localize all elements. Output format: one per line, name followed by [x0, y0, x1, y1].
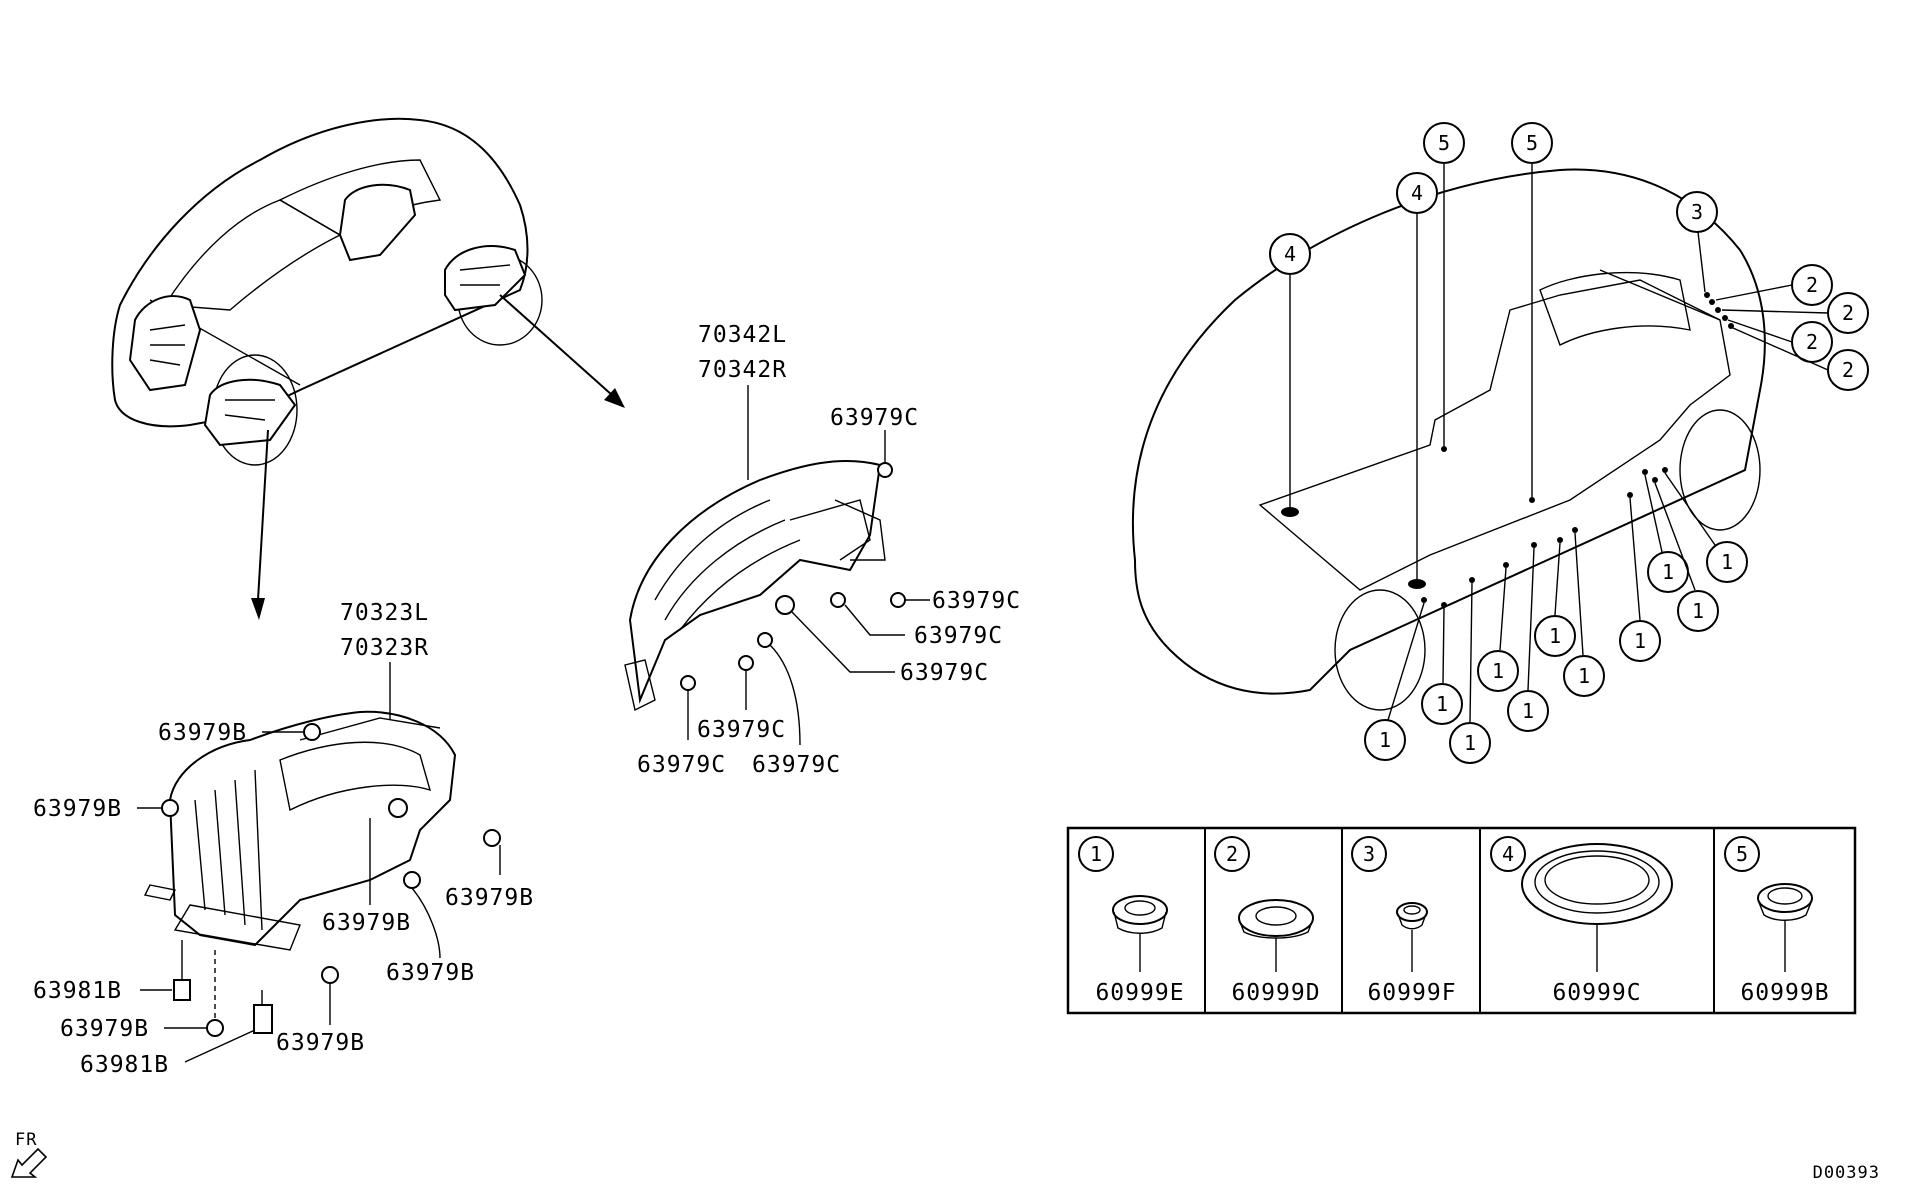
legend-code-60999E: 60999E [1095, 980, 1184, 1006]
legend-num-2: 2 [1226, 842, 1238, 866]
car-overview [111, 117, 625, 620]
diagram-id: D00393 [1813, 1163, 1880, 1183]
callout-4: 4 [1284, 242, 1296, 266]
callout-1-d: 1 [1492, 659, 1504, 683]
rear-liner-code-left: 70342L [698, 322, 787, 348]
fastener-r2-label: 63979C [932, 588, 1021, 614]
callout-2-b: 2 [1842, 301, 1854, 325]
callout-1-a: 1 [1379, 728, 1391, 752]
front-liner-code-left: 70323L [340, 600, 429, 626]
fastener-f6-label: 63979B [276, 1030, 365, 1056]
callout-5: 5 [1438, 131, 1450, 155]
callout-4-b: 4 [1411, 181, 1423, 205]
front-liner-code-right: 70323R [340, 635, 429, 661]
callout-1-b: 1 [1436, 692, 1448, 716]
fastener-r6-label: 63979C [637, 752, 726, 778]
rear-liner-labels: 70342L 70342R [698, 322, 787, 480]
fastener-f1-label: 63979B [158, 720, 247, 746]
fr-arrow-icon [10, 1147, 48, 1178]
front-direction-indicator: FR [10, 1130, 48, 1178]
callout-1-e: 1 [1522, 699, 1534, 723]
callout-2-d: 2 [1842, 358, 1854, 382]
fastener-r4-label: 63979C [900, 660, 989, 686]
rear-liner-code-right: 70342R [698, 357, 787, 383]
callout-5-b: 5 [1526, 131, 1538, 155]
legend-num-5: 5 [1736, 842, 1748, 866]
legend-num-4: 4 [1502, 842, 1514, 866]
callout-2-c: 2 [1806, 330, 1818, 354]
fastener-r7-label: 63979C [752, 752, 841, 778]
fastener-r3-label: 63979C [914, 623, 1003, 649]
rear-fasteners: 63979C 63979C 63979C 63979C 63979C 63979… [637, 405, 1021, 778]
callout-1-g: 1 [1578, 664, 1590, 688]
legend-cell-4: 4 60999C [1490, 836, 1673, 1006]
callout-1-k: 1 [1721, 550, 1733, 574]
fr-label: FR [15, 1130, 37, 1150]
underbody-view [1131, 168, 1766, 711]
front-liner-labels: 70323L 70323R [340, 600, 429, 720]
legend-code-60999B: 60999B [1740, 980, 1829, 1006]
legend-code-60999D: 60999D [1231, 980, 1320, 1006]
callout-1-i: 1 [1662, 560, 1674, 584]
fastener-f7-label: 63981B [33, 978, 122, 1004]
legend-num-1: 1 [1090, 842, 1102, 866]
front-fasteners: 63979B 63979B 63979B 63979B 63979B 63979… [33, 720, 534, 1078]
callout-1-f: 1 [1549, 624, 1561, 648]
callout-2-a: 2 [1806, 273, 1818, 297]
fastener-f2-label: 63979B [33, 796, 122, 822]
underbody-callouts: 4 4 5 5 3 2 2 2 2 1 1 1 [1269, 122, 1869, 764]
legend-cell-5: 5 60999B [1724, 836, 1829, 1006]
legend-num-3: 3 [1363, 842, 1375, 866]
callout-1-c: 1 [1464, 731, 1476, 755]
legend-cell-1: 1 60999E [1078, 836, 1184, 1006]
legend-cell-2: 2 60999D [1214, 836, 1320, 1006]
callout-3: 3 [1691, 200, 1703, 224]
grommet-legend-table: 1 60999E 2 60999D 3 60999F [1066, 826, 1857, 1015]
fastener-f5-label: 63979B [386, 960, 475, 986]
fastener-f9-label: 63981B [80, 1052, 169, 1078]
fastener-f3-label: 63979B [322, 910, 411, 936]
fastener-r5-label: 63979C [697, 717, 786, 743]
fastener-f8-label: 63979B [60, 1016, 149, 1042]
legend-code-60999F: 60999F [1367, 980, 1456, 1006]
callout-1-j: 1 [1692, 599, 1704, 623]
front-wheel-liner [143, 710, 457, 951]
callout-1-h: 1 [1634, 629, 1646, 653]
legend-code-60999C: 60999C [1552, 980, 1641, 1006]
fastener-f4-label: 63979B [445, 885, 534, 911]
fastener-r1-label: 63979C [830, 405, 919, 431]
legend-cell-3: 3 60999F [1351, 836, 1456, 1006]
rear-wheel-liner [624, 460, 886, 712]
